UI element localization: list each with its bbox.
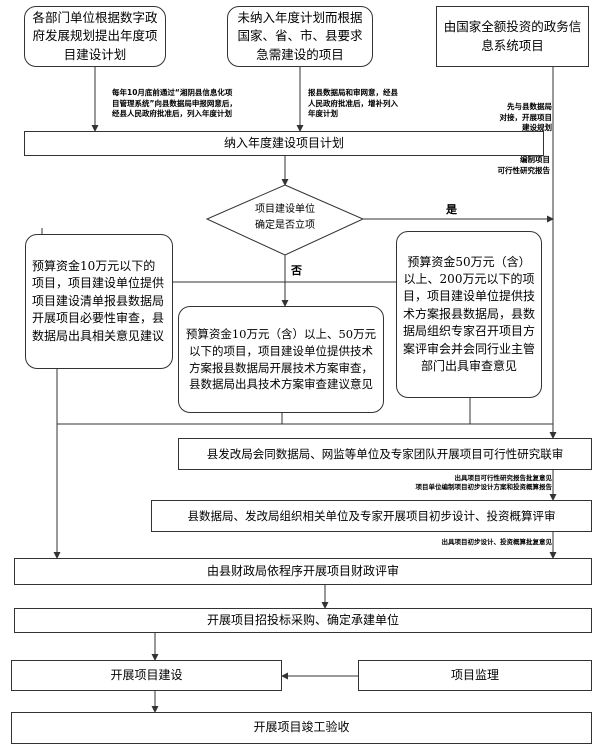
node-source-national: 由国家全额投资的政务信息系统项目 (436, 6, 589, 67)
node-finance-review: 由县财政局依程序开展项目财政评审 (14, 558, 592, 585)
node-preliminary-design: 县数据局、发改局组织相关单位及专家开展项目初步设计、投资概算评审 (151, 500, 592, 532)
label-no: 否 (291, 264, 302, 277)
node-annual-plan: 纳入年度建设项目计划 (24, 131, 544, 156)
node-medium-budget: 预算资金10万元（含）以上、50万元以下的项目，项目建设单位提供技术方案报县数据… (178, 306, 384, 413)
node-small-budget: 预算资金10万元以下的项目，项目建设单位提供项目建设清单报县数据局开展项目必要性… (25, 234, 173, 369)
decision-diamond (205, 184, 365, 256)
node-tendering: 开展项目招投标采购、确定承建单位 (14, 608, 592, 633)
decision-line-2: 确定是否立项 (255, 220, 315, 231)
note-unplanned: 报县数据局和审网意，经县 人民政府批准后，增补列入 年度计划 (308, 88, 398, 118)
node-supervision: 项目监理 (358, 660, 592, 691)
node-feasibility-review: 县发改局会同数据局、网监等单位及专家团队开展项目可行性研究联审 (178, 438, 592, 470)
node-source-unplanned: 未纳入年度计划而根据国家、省、市、县要求急需建设的项目 (227, 6, 373, 67)
note-dept: 每年10月底前通过“湘阴县信息化项 目管理系统”向县数据局申报网意后， 经县人民… (112, 88, 237, 118)
decision-text: 项目建设单位 确定是否立项 (226, 202, 344, 234)
note-design-out: 出具项目初步设计、投资概算批复意见 (441, 538, 553, 546)
label-yes: 是 (446, 203, 457, 216)
node-acceptance: 开展项目竣工验收 (11, 712, 592, 744)
note-national-1: 先与县数据局 对接，开展项目 建设规划 (499, 102, 553, 132)
note-national-2: 编制项目 可行性研究报告 (497, 155, 551, 175)
note-feasibility-out: 出具项目可行性研究报告批复意见 项目单位编制项目初步设计方案和投资概算报告 (415, 474, 553, 492)
node-source-departments: 各部门单位根据数字政府发展规划提出年度项目建设计划 (24, 6, 166, 67)
decision-line-1: 项目建设单位 (255, 204, 315, 215)
node-construction: 开展项目建设 (11, 660, 282, 691)
node-large-budget: 预算资金50万元（含）以上、200万元以下的项目，项目建设单位提供技术方案报县数… (396, 231, 542, 398)
